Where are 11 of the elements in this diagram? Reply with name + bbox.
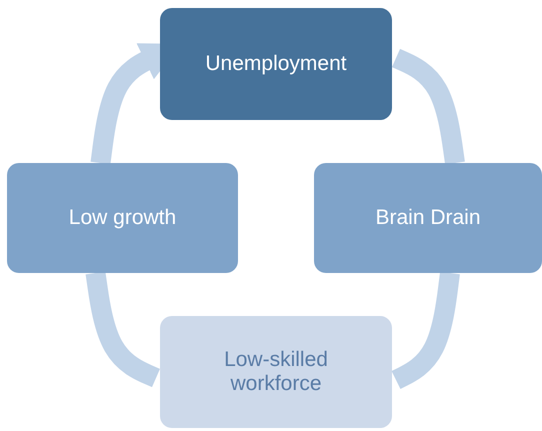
connector-arc — [392, 48, 465, 164]
connector-arc — [86, 272, 160, 388]
box-label: Brain Drain — [375, 206, 481, 230]
process-box — [7, 163, 238, 273]
connector-arc — [392, 272, 460, 389]
process-box — [160, 8, 392, 120]
box-label: Unemployment — [205, 52, 347, 76]
box-label: Low growth — [68, 206, 176, 230]
box-label: Low-skilled workforce — [223, 348, 329, 396]
process-box — [160, 316, 392, 428]
process-box — [314, 163, 542, 273]
